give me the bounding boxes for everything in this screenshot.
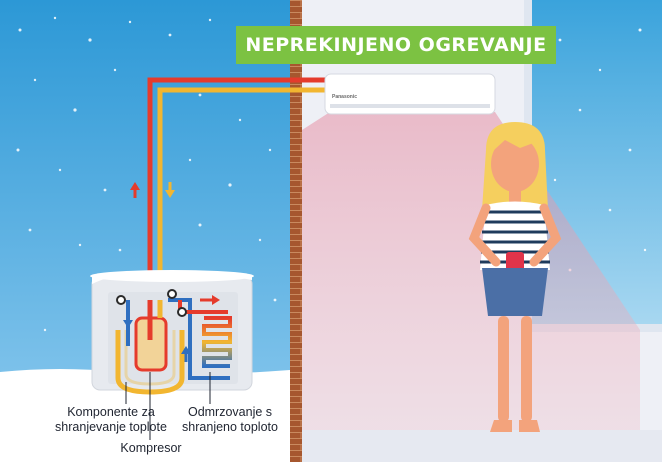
- down-arrow-yellow-icon: [165, 190, 175, 198]
- brick-wall: [290, 0, 302, 462]
- label-compressor: Kompresor: [120, 441, 182, 455]
- indoor-unit-brand-logo: Panasonic: [332, 94, 358, 100]
- right-arrow-red-icon: [212, 295, 220, 305]
- indoor-ac-unit: [324, 73, 496, 115]
- warm-air: [302, 112, 640, 462]
- snow-ground: [0, 369, 290, 462]
- refrigerant-pipes: [147, 77, 333, 303]
- heating-banner: NEPREKINJENO OGREVANJE: [236, 26, 556, 64]
- label-heat-storage: Komponente za shranjevanje toplote: [55, 405, 167, 434]
- label-defrost: Odmrzovanje s shranjeno toploto: [182, 405, 278, 434]
- down-arrow-blue-icon: [123, 320, 133, 328]
- up-arrow-red-icon: [130, 182, 140, 190]
- outdoor-unit: [90, 270, 254, 395]
- woman-figure: [468, 122, 562, 432]
- label-leader-lines: [125, 372, 211, 440]
- up-arrow-blue-icon: [181, 346, 191, 354]
